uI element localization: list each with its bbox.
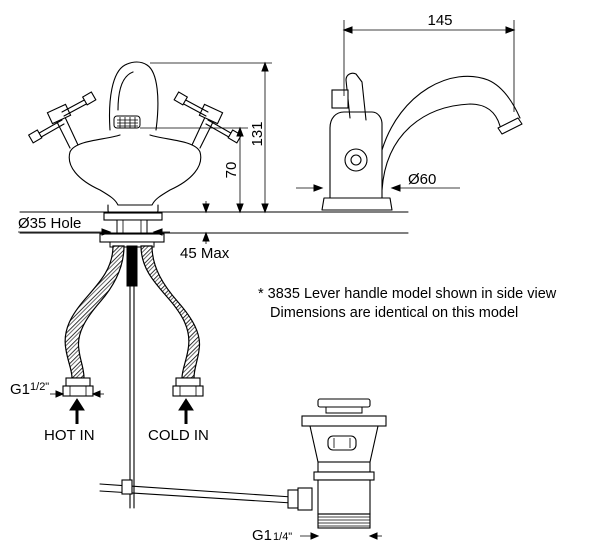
front-view-tap	[27, 61, 243, 216]
dim-145-label: 145	[427, 12, 452, 29]
note-line-2: Dimensions are identical on this model	[270, 305, 518, 321]
cold-in-label: COLD IN	[148, 427, 209, 444]
waste-thread-lines	[318, 513, 370, 527]
mounting-hardware	[99, 212, 165, 248]
dimension-131	[150, 61, 272, 214]
waste-thread-label: G11/4"	[252, 527, 292, 544]
flexible-hoses	[62, 245, 204, 397]
pop-up-waste	[301, 398, 387, 529]
hot-inlet-arrow	[69, 398, 85, 424]
cold-inlet-arrow	[178, 398, 194, 424]
dim-131-label: 131	[249, 121, 266, 146]
dimension-diameter-60	[296, 184, 460, 192]
dimension-hole	[18, 228, 170, 236]
pop-up-linkage	[99, 479, 313, 511]
dimension-45-max	[202, 201, 210, 244]
note-line-1: * 3835 Lever handle model shown in side …	[258, 286, 557, 302]
right-cross-handle	[173, 91, 243, 149]
left-cross-handle	[27, 91, 97, 149]
dimension-70	[140, 126, 248, 214]
aerator-mesh	[117, 117, 138, 128]
dimension-waste-thread	[300, 532, 382, 540]
dim-45-max-label: 45 Max	[180, 245, 230, 262]
dim-70-label: 70	[223, 162, 240, 179]
threaded-rod	[126, 245, 138, 509]
dim-hole-label: Ø35 Hole	[18, 215, 81, 232]
dimension-145	[342, 20, 516, 112]
dim-60-label: Ø60	[408, 171, 436, 188]
side-view-tap	[321, 72, 523, 211]
inlet-thread-label: G11/2"	[10, 381, 49, 398]
hot-in-label: HOT IN	[44, 427, 95, 444]
dimension-inlet-thread	[50, 390, 104, 398]
